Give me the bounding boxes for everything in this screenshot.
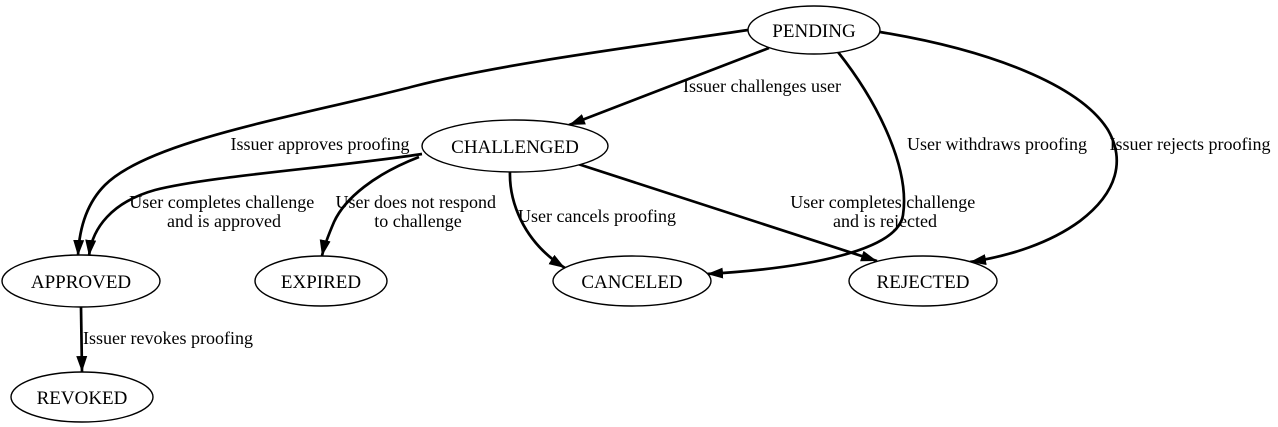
edge-pending-approved-line bbox=[73, 28, 749, 257]
expired-label: EXPIRED bbox=[281, 272, 361, 293]
edge-pending-canceled-label: User withdraws proofing bbox=[907, 134, 1087, 154]
edge-challenged-expired-line bbox=[319, 155, 420, 257]
edge-challenged-rejected-label: User completes challenge and is rejected bbox=[790, 192, 979, 231]
edge-approved-revoked-label: Issuer revokes proofing bbox=[83, 328, 253, 348]
rejected-ellipse bbox=[848, 255, 998, 307]
state-node-expired: EXPIRED bbox=[254, 255, 388, 307]
edge-challenged-rejected: User completes challenge and is rejected bbox=[577, 162, 979, 263]
edge-challenged-approved: User completes challenge and is approved bbox=[85, 152, 423, 257]
edge-pending-challenged-line bbox=[568, 46, 770, 127]
nodes-layer: PENDING CHALLENGED APPROVED EXPIRED CANC… bbox=[1, 5, 998, 423]
expired-ellipse bbox=[254, 255, 388, 307]
state-node-pending: PENDING bbox=[747, 5, 881, 55]
edge-challenged-canceled: User cancels proofing bbox=[508, 170, 676, 270]
edge-challenged-rejected-line bbox=[577, 162, 878, 263]
canceled-ellipse bbox=[552, 255, 712, 307]
edge-challenged-expired: User does not respond to challenge bbox=[319, 155, 501, 257]
edges-layer: Issuer challenges user Issuer approves p… bbox=[73, 28, 1271, 373]
edge-challenged-approved-label: User completes challenge and is approved bbox=[129, 192, 318, 231]
edge-pending-canceled-line bbox=[706, 51, 906, 279]
state-node-rejected: REJECTED bbox=[848, 255, 998, 307]
revoked-label: REVOKED bbox=[37, 388, 128, 409]
edge-challenged-canceled-label: User cancels proofing bbox=[518, 206, 676, 226]
pending-ellipse bbox=[747, 5, 881, 55]
edge-pending-challenged-label: Issuer challenges user bbox=[683, 76, 841, 96]
edge-challenged-expired-label: User does not respond to challenge bbox=[336, 192, 501, 231]
edge-approved-revoked-line bbox=[76, 306, 88, 373]
edge-pending-rejected-line bbox=[879, 30, 1119, 266]
approved-ellipse bbox=[1, 254, 161, 308]
revoked-ellipse bbox=[10, 371, 154, 423]
state-node-approved: APPROVED bbox=[1, 254, 161, 308]
edge-pending-canceled: User withdraws proofing bbox=[706, 51, 1087, 279]
edge-pending-rejected-label: Issuer rejects proofing bbox=[1110, 134, 1271, 154]
edge-challenged-canceled-line bbox=[508, 170, 566, 270]
edge-challenged-approved-line bbox=[85, 152, 423, 257]
approved-label: APPROVED bbox=[31, 272, 131, 293]
edge-pending-approved-label: Issuer approves proofing bbox=[231, 134, 410, 154]
state-node-challenged: CHALLENGED bbox=[421, 119, 609, 173]
challenged-label: CHALLENGED bbox=[451, 137, 579, 158]
pending-label: PENDING bbox=[772, 21, 856, 42]
state-node-canceled: CANCELED bbox=[552, 255, 712, 307]
state-node-revoked: REVOKED bbox=[10, 371, 154, 423]
rejected-label: REJECTED bbox=[877, 272, 970, 293]
edge-approved-revoked: Issuer revokes proofing bbox=[76, 306, 253, 373]
challenged-ellipse bbox=[421, 119, 609, 173]
canceled-label: CANCELED bbox=[581, 272, 682, 293]
edge-pending-rejected: Issuer rejects proofing bbox=[879, 30, 1271, 266]
edge-pending-approved: Issuer approves proofing bbox=[73, 28, 749, 257]
edge-pending-challenged: Issuer challenges user bbox=[568, 46, 841, 127]
